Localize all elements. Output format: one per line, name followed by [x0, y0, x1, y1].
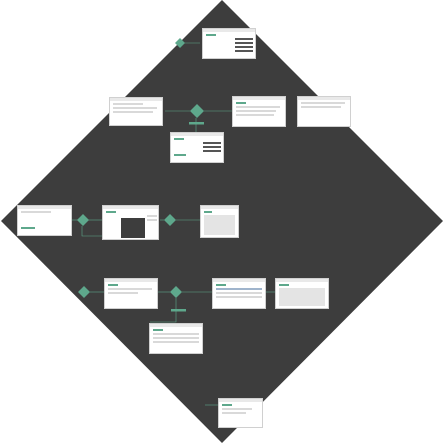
screen-thumbnail-blank[interactable]: [17, 205, 72, 236]
decision-diamond: [170, 286, 182, 298]
connector-line: [81, 226, 102, 237]
screen-thumbnail-document[interactable]: [232, 96, 286, 127]
decision-diamond: [77, 214, 89, 226]
screen-thumbnail-document[interactable]: [109, 97, 163, 126]
screen-thumbnail-list[interactable]: [202, 28, 256, 59]
decision-diamond: [78, 286, 90, 298]
screen-thumbnail-document[interactable]: [297, 96, 351, 127]
section-title-flow: Flow: [2, 190, 16, 196]
screen-thumbnail-table[interactable]: [212, 278, 266, 309]
screen-thumbnail-document[interactable]: [104, 278, 158, 309]
decision-diamond: [164, 214, 176, 226]
screen-thumbnail-map[interactable]: [200, 205, 239, 238]
decision-nodes: [77, 38, 204, 298]
decision-diamond: [190, 104, 204, 118]
action-button: [189, 122, 204, 125]
screen-thumbnail-table[interactable]: [149, 323, 203, 354]
screen-thumbnail-list[interactable]: [170, 132, 224, 163]
action-button: [171, 309, 186, 312]
decision-diamond: [175, 38, 185, 48]
screen-thumbnail-map[interactable]: [275, 278, 329, 309]
screen-thumbnail-document[interactable]: [218, 398, 263, 428]
screen-thumbnail-editor[interactable]: [102, 205, 159, 240]
connector-line: [150, 298, 177, 323]
